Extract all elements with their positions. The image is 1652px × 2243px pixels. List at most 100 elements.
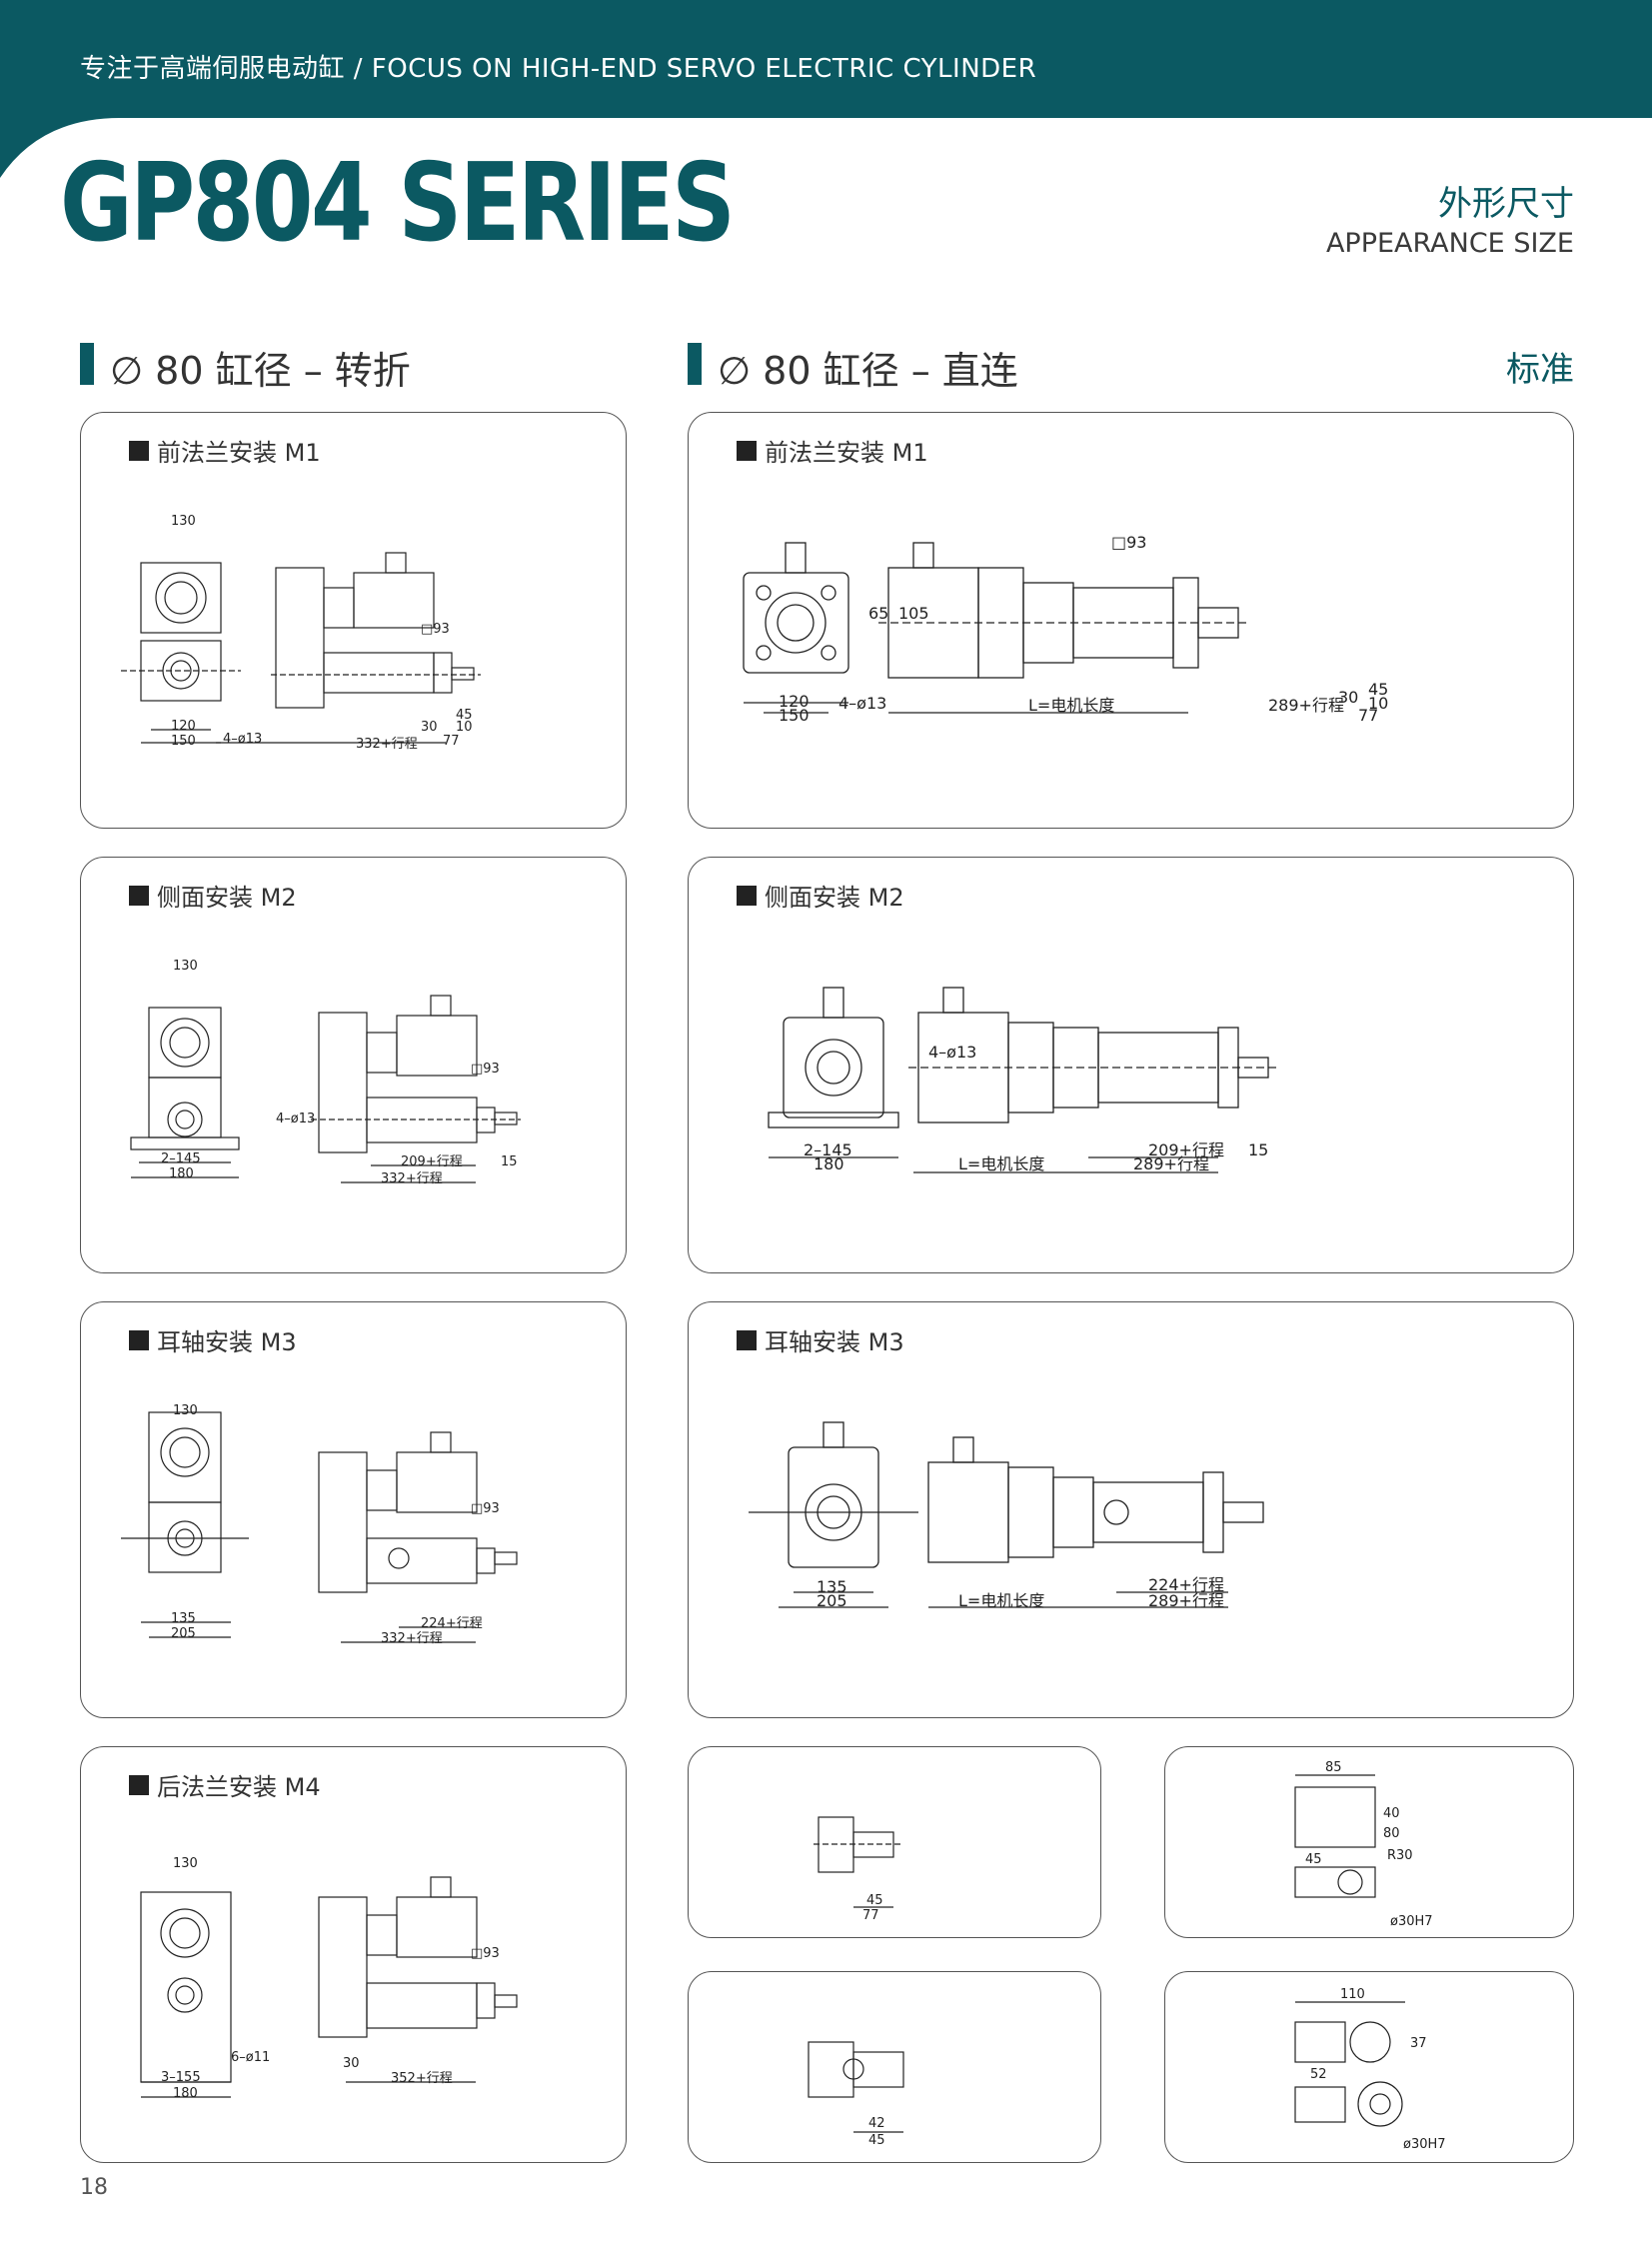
dim-L: L=电机长度	[958, 1154, 1044, 1173]
drawing-right-m1: □93 65 105 120 150 4–ø13 L=电机长度 289+行程 4…	[743, 533, 1388, 725]
dim-77: 77	[443, 734, 460, 749]
dim-6-11: 6–ø11	[231, 2050, 270, 2065]
drawing-left-m3: 130 □93 135 205 224+行程 332+行程	[121, 1403, 518, 1646]
dim-110: 110	[1340, 1987, 1365, 2002]
drawing-right-m3: 135 205 224+行程 L=电机长度 289+行程	[749, 1421, 1264, 1610]
banner-curve	[0, 118, 120, 178]
standard-label: 标准	[1506, 350, 1574, 390]
dim-45: 45	[456, 708, 473, 723]
page-number: 18	[80, 2175, 108, 2200]
dim-209: 209+行程	[401, 1154, 463, 1169]
dim-180: 180	[173, 2086, 198, 2101]
panel-rod-eye: 110 52 37 ø30H7	[1164, 1971, 1574, 2163]
panel-left-trunnion: 耳轴安装 M3 130 □93 135 205 224+行程 332+行程	[80, 1301, 627, 1718]
bullet-square	[737, 1329, 757, 1350]
dim-40: 40	[1383, 1806, 1400, 1821]
dim-10: 10	[456, 720, 473, 735]
dim-77: 77	[1358, 706, 1378, 725]
appearance-size-cn: 外形尺寸	[1438, 184, 1574, 224]
dim-15: 15	[501, 1154, 518, 1169]
dim-120: 120	[171, 719, 196, 734]
drawing-rod-end-thread: 45 77	[814, 1816, 903, 1923]
panel-right-trunnion: 耳轴安装 M3 135 205 224+行程 L=电机长度 289+行程	[688, 1301, 1574, 1718]
drawing-rod-eye: 110 52 37 ø30H7	[1294, 1987, 1446, 2152]
dim-150: 150	[171, 734, 196, 749]
dim-4-13: 4–ø13	[276, 1112, 315, 1126]
dim-30h7: ø30H7	[1403, 2137, 1446, 2152]
dim-52: 52	[1310, 2067, 1327, 2082]
dim-10: 10	[1368, 694, 1388, 713]
appearance-size-en: APPEARANCE SIZE	[1325, 228, 1574, 259]
panel-label: 侧面安装 M2	[157, 884, 297, 912]
dim-130: 130	[173, 1403, 198, 1418]
dim-135: 135	[171, 1611, 196, 1626]
dim-L: L=电机长度	[1028, 696, 1114, 715]
dim-45: 45	[1305, 1852, 1322, 1867]
drawing-right-m2: 4–ø13 2–145 180 L=电机长度 209+行程 289+行程 15	[768, 987, 1278, 1173]
dim-77: 77	[862, 1908, 879, 1923]
dim-205: 205	[171, 1626, 196, 1641]
panel-rod-end-internal: 42 45	[688, 1971, 1101, 2163]
panel-left-rear-flange: 后法兰安装 M4 130 □93 3–155 180 6–ø11 352+行程 …	[80, 1746, 627, 2163]
panel-rod-end-thread: 45 77	[688, 1746, 1101, 1938]
top-banner: 专注于高端伺服电动缸 / FOCUS ON HIGH-END SERVO ELE…	[0, 0, 1652, 118]
dim-289: 289+行程	[1133, 1154, 1209, 1173]
dim-45: 45	[866, 1893, 883, 1908]
bullet-square	[129, 1774, 149, 1795]
dim-150: 150	[779, 706, 810, 725]
dim-209: 209+行程	[1148, 1140, 1224, 1159]
dim-3-155: 3–155	[161, 2070, 201, 2085]
panel-clevis: 85 40 80 45 R30 ø30H7	[1164, 1746, 1574, 1938]
bullet-square	[129, 1329, 149, 1350]
dim-180: 180	[814, 1154, 844, 1173]
dim-45: 45	[1368, 680, 1388, 699]
drawing-left-m2: 130 4–ø13 □93 2–145 180 209+行程 332+行程 15	[130, 959, 521, 1186]
dim-30h7: ø30H7	[1390, 1914, 1433, 1929]
dim-42: 42	[868, 2116, 885, 2131]
drawing-left-m4: 130 □93 3–155 180 6–ø11 352+行程 30	[140, 1856, 518, 2101]
dim-105: 105	[898, 604, 929, 623]
panel-left-side-mount: 侧面安装 M2 130 4–ø13 □93 2–145 180 209+行程 3…	[80, 857, 627, 1273]
dim-120: 120	[779, 692, 810, 711]
dim-180: 180	[169, 1166, 194, 1181]
dim-93: □93	[421, 622, 450, 637]
dim-224: 224+行程	[421, 1616, 483, 1631]
dim-30: 30	[343, 2056, 360, 2071]
panel-label: 耳轴安装 M3	[765, 1328, 904, 1356]
drawing-clevis: 85 40 80 45 R30 ø30H7	[1294, 1760, 1433, 1929]
dim-130: 130	[171, 514, 196, 529]
dim-15: 15	[1248, 1140, 1268, 1159]
dim-2-145: 2–145	[804, 1140, 852, 1159]
dim-80: 80	[1383, 1826, 1400, 1841]
dim-4-13: 4–ø13	[223, 732, 262, 747]
dim-37: 37	[1410, 2036, 1427, 2051]
dim-93: □93	[1111, 533, 1146, 552]
dim-332: 332+行程	[356, 737, 418, 752]
dim-85: 85	[1325, 1760, 1342, 1775]
dim-289: 289+行程	[1268, 696, 1344, 715]
dim-93: □93	[471, 1062, 500, 1077]
panel-label: 侧面安装 M2	[765, 884, 904, 912]
section-marker-left	[80, 343, 94, 385]
section-marker-right	[688, 343, 702, 385]
section-title-left: ∅ 80 缸径 – 转折	[110, 349, 411, 393]
dim-224: 224+行程	[1148, 1575, 1224, 1594]
panel-label: 前法兰安装 M1	[765, 439, 928, 467]
panel-right-side-mount: 侧面安装 M2 4–ø13 2–145 180 L=电机长度 209+行程 28…	[688, 857, 1574, 1273]
bullet-square	[129, 440, 149, 461]
section-title-right: ∅ 80 缸径 – 直连	[718, 349, 1018, 393]
panel-label: 后法兰安装 M4	[157, 1773, 321, 1801]
dim-289: 289+行程	[1148, 1591, 1224, 1610]
dim-2-145: 2–145	[161, 1151, 201, 1166]
dim-65: 65	[868, 604, 888, 623]
dim-45: 45	[868, 2133, 885, 2148]
dim-4-13: 4–ø13	[928, 1043, 976, 1062]
panel-right-front-flange: 前法兰安装 M1 □93 65 105 120 150 4–ø13 L=电机长度…	[688, 412, 1574, 829]
dim-332: 332+行程	[381, 1171, 443, 1186]
drawing-rod-end-internal: 42 45	[808, 2041, 904, 2148]
dim-205: 205	[817, 1591, 847, 1610]
dim-4-13: 4–ø13	[838, 694, 886, 713]
dim-352: 352+行程	[391, 2071, 453, 2086]
dim-135: 135	[817, 1577, 847, 1596]
panel-label: 耳轴安装 M3	[157, 1328, 297, 1356]
